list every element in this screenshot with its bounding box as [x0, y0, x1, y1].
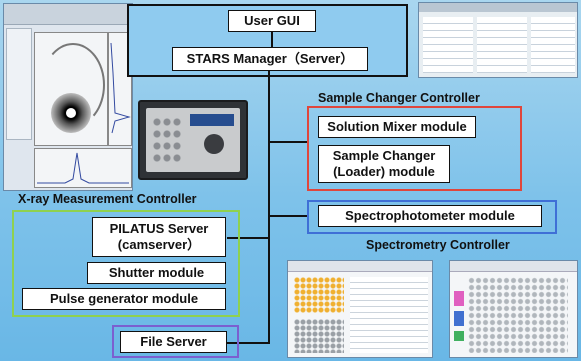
detector-image [34, 32, 108, 146]
screenshot-plate-grid-2 [294, 319, 344, 353]
device-connectors [152, 116, 182, 166]
detector-image-screenshot [3, 3, 133, 191]
spectrometry-frame [307, 200, 557, 234]
pilatus-server-box: PILATUS Server (camserver） [92, 217, 226, 257]
screenshot-color-blocks [454, 291, 464, 341]
spectrometry-branch [268, 215, 308, 217]
spectrometry-screenshot-2 [449, 260, 578, 358]
device-display [190, 114, 234, 126]
screenshot-titlebar [419, 3, 577, 12]
screenshot-table [350, 277, 428, 353]
loader-line-2: (Loader) module [333, 164, 435, 179]
beam-center [66, 108, 76, 118]
screenshot-panel-right [531, 17, 575, 73]
loader-line-1: Sample Changer [332, 148, 436, 163]
device-front-panel [146, 108, 240, 172]
screenshot-panel-mid [477, 17, 527, 73]
pilatus-line-2: (camserver） [117, 237, 201, 252]
screenshot-menubar [450, 261, 577, 272]
profile-trace [110, 42, 131, 134]
sample-changer-branch [268, 141, 308, 143]
screenshot-panel-left [423, 17, 473, 73]
core-link-line [271, 32, 273, 47]
sample-changer-title: Sample Changer Controller [318, 91, 480, 105]
spectrometry-screenshot-1 [287, 260, 433, 358]
trunk-line [268, 71, 270, 343]
shutter-module-box: Shutter module [87, 262, 226, 284]
screenshot-menubar [288, 261, 432, 272]
pilatus-line-1: PILATUS Server [109, 221, 209, 236]
screenshot-side-panel [6, 28, 32, 140]
sample-changer-frame [307, 106, 522, 191]
xray-branch [227, 237, 270, 239]
solution-mixer-box: Solution Mixer module [318, 116, 476, 138]
gui-screenshot-top-right [418, 2, 578, 78]
pulse-generator-photo [138, 100, 248, 180]
file-server-box: File Server [120, 331, 227, 353]
loader-module-box: Sample Changer (Loader) module [318, 145, 450, 183]
device-knob [204, 134, 224, 154]
screenshot-toolbar [4, 4, 132, 25]
screenshot-well-grid [468, 277, 568, 353]
beamstop-arc [41, 43, 105, 127]
file-server-branch [227, 342, 270, 344]
bottom-plot [34, 148, 132, 188]
bottom-trace [37, 152, 129, 184]
file-server-frame [112, 325, 239, 358]
pulse-generator-box: Pulse generator module [22, 288, 226, 310]
stars-manager-box: STARS Manager（Server） [172, 47, 368, 71]
user-gui-box: User GUI [228, 10, 316, 32]
spectrophotometer-box: Spectrophotometer module [318, 205, 542, 227]
xray-title: X-ray Measurement Controller [18, 192, 197, 206]
xray-frame [12, 210, 240, 317]
spectrometry-title: Spectrometry Controller [366, 238, 510, 252]
screenshot-plate-grid [294, 277, 344, 313]
